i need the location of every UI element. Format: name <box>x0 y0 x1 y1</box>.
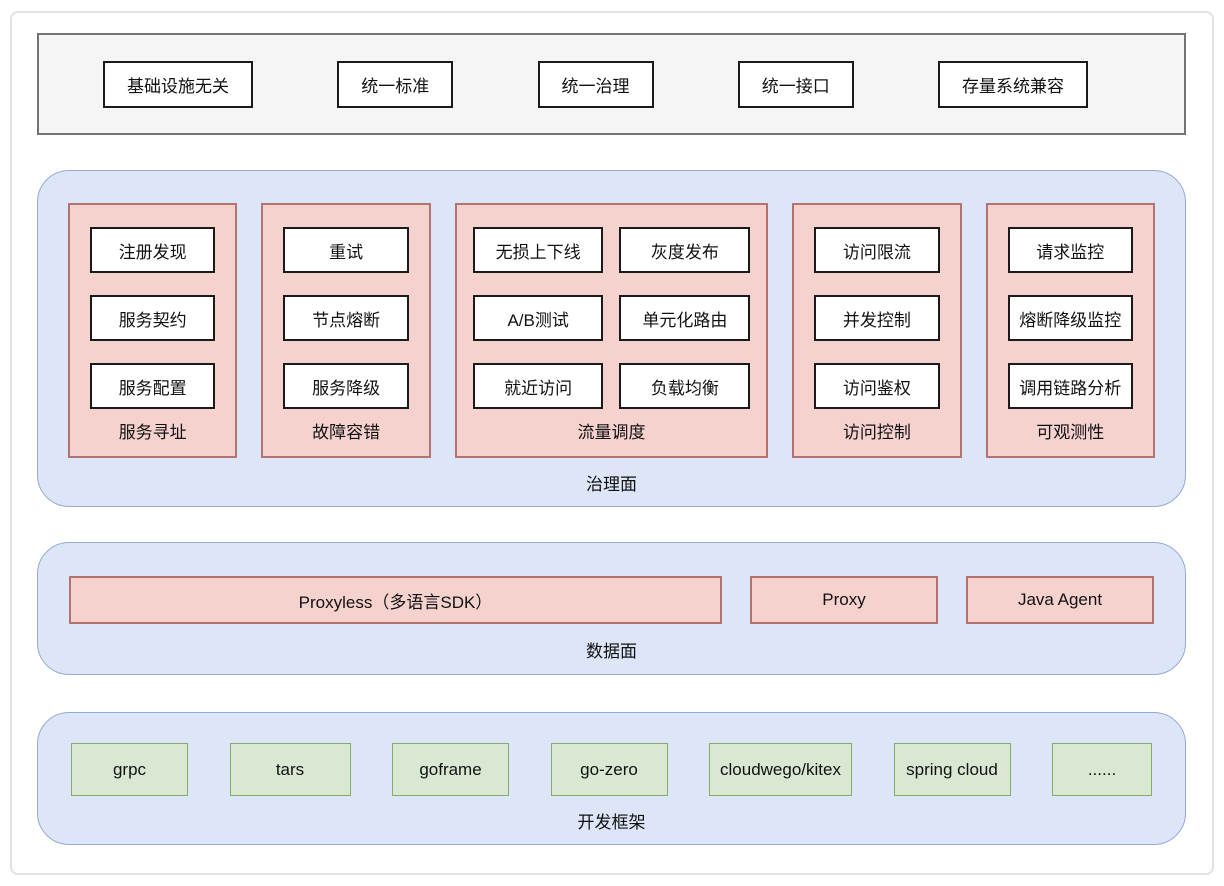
feature-item-infra-agnostic: 基础设施无关 <box>103 60 253 108</box>
capability-box: 就近访问 <box>472 363 604 409</box>
group-label: 访问控制 <box>842 423 911 442</box>
governance-plane-label: 治理面 <box>586 474 637 494</box>
capability-box: 服务降级 <box>283 363 409 409</box>
capability-box: 请求监控 <box>1007 227 1133 273</box>
capability-box: 服务契约 <box>90 295 216 341</box>
feature-item-unified-standard: 统一标准 <box>337 60 454 108</box>
group-traffic-scheduling: 无损上下线 灰度发布 A/B测试 单元化路由 就近访问 负载均衡 流量调度 <box>454 203 769 458</box>
capability-box: 调用链路分析 <box>1007 363 1133 409</box>
data-plane-label: 数据面 <box>586 641 637 661</box>
capability-box: 并发控制 <box>814 295 940 341</box>
capability-box: 节点熔断 <box>283 295 409 341</box>
feature-item-label: 统一治理 <box>561 76 630 96</box>
framework-box-grpc: grpc <box>71 743 188 796</box>
group-service-addressing: 注册发现 服务契约 服务配置 服务寻址 <box>68 203 238 458</box>
data-plane-box-proxy: Proxy <box>750 576 938 624</box>
group-access-control: 访问限流 并发控制 访问鉴权 访问控制 <box>792 203 962 458</box>
group-label: 服务寻址 <box>118 423 187 442</box>
capability-box: 重试 <box>283 227 409 273</box>
framework-box-cloudwego-kitex: cloudwego/kitex <box>709 743 852 796</box>
framework-box-go-zero: go-zero <box>550 743 668 796</box>
data-plane-row: Proxyless（多语言SDK） Proxy Java Agent <box>69 576 1154 624</box>
framework-box-tars: tars <box>229 743 351 796</box>
data-plane-box-java-agent: Java Agent <box>966 576 1154 624</box>
group-observability: 请求监控 熔断降级监控 调用链路分析 可观测性 <box>985 203 1155 458</box>
capability-box: 注册发现 <box>90 227 216 273</box>
governance-groups: 注册发现 服务契约 服务配置 服务寻址 重试 节点熔断 服务降级 故障容错 无损… <box>68 203 1155 458</box>
capability-box: A/B测试 <box>472 295 604 341</box>
capability-box: 灰度发布 <box>619 227 751 273</box>
feature-item-label: 统一标准 <box>361 76 430 96</box>
group-label: 可观测性 <box>1036 423 1105 442</box>
capability-box: 访问鉴权 <box>814 363 940 409</box>
capability-box: 负载均衡 <box>619 363 751 409</box>
feature-item-legacy-compat: 存量系统兼容 <box>938 60 1088 108</box>
feature-item-label: 统一接口 <box>761 76 830 96</box>
dev-framework-panel: grpc tars goframe go-zero cloudwego/kite… <box>37 712 1186 845</box>
feature-item-label: 存量系统兼容 <box>962 76 1064 96</box>
framework-box-more: ...... <box>1052 743 1152 796</box>
capability-box: 无损上下线 <box>472 227 604 273</box>
framework-box-goframe: goframe <box>392 743 509 796</box>
feature-banner: 基础设施无关 统一标准 统一治理 统一接口 存量系统兼容 <box>37 33 1186 135</box>
capability-box: 访问限流 <box>814 227 940 273</box>
group-label: 流量调度 <box>577 423 646 442</box>
group-label: 故障容错 <box>312 423 381 442</box>
capability-box: 熔断降级监控 <box>1007 295 1133 341</box>
data-plane-box-proxyless: Proxyless（多语言SDK） <box>69 576 722 624</box>
data-plane-panel: Proxyless（多语言SDK） Proxy Java Agent 数据面 <box>37 542 1186 675</box>
capability-box: 单元化路由 <box>619 295 751 341</box>
dev-framework-label: 开发框架 <box>577 812 646 832</box>
group-fault-tolerance: 重试 节点熔断 服务降级 故障容错 <box>261 203 431 458</box>
feature-item-unified-governance: 统一治理 <box>537 60 654 108</box>
capability-box: 服务配置 <box>90 363 216 409</box>
dev-framework-row: grpc tars goframe go-zero cloudwego/kite… <box>71 743 1152 796</box>
feature-item-label: 基础设施无关 <box>127 76 229 96</box>
feature-item-unified-interface: 统一接口 <box>737 60 854 108</box>
framework-box-spring-cloud: spring cloud <box>893 743 1011 796</box>
governance-plane-panel: 注册发现 服务契约 服务配置 服务寻址 重试 节点熔断 服务降级 故障容错 无损… <box>37 170 1186 507</box>
